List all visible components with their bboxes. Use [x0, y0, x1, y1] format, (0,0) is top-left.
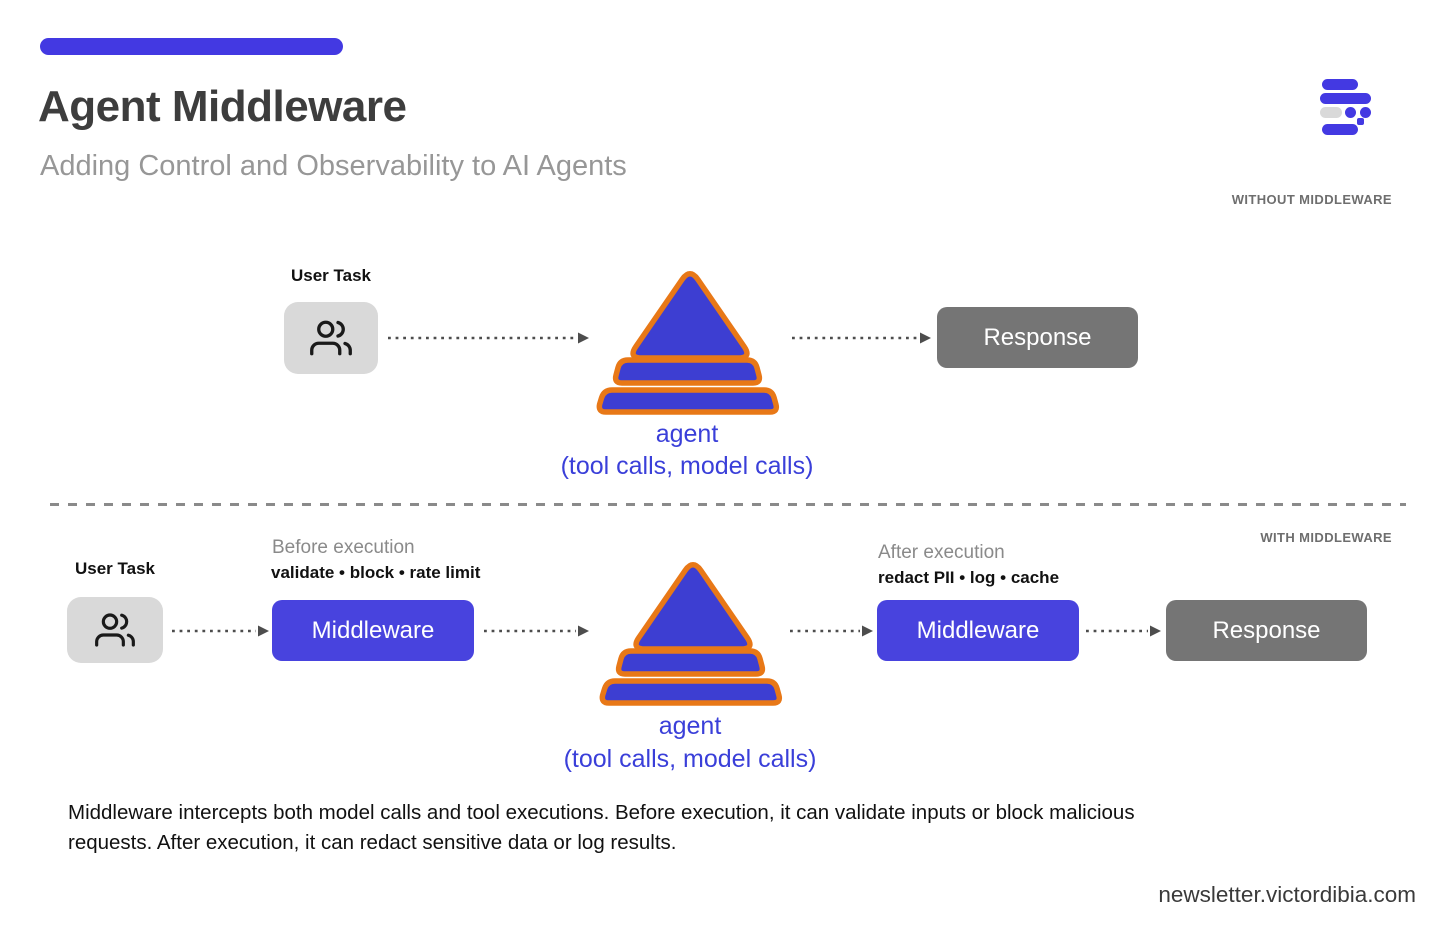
- users-icon: [308, 317, 354, 359]
- dotted-arrow-icon: [482, 624, 590, 638]
- agent-label: agent: [658, 712, 722, 740]
- users-icon: [93, 610, 137, 650]
- logo-dot: [1360, 107, 1371, 118]
- after-execution-detail: redact PII • log • cache: [878, 568, 1060, 587]
- section-label-with-middleware: WITH MIDDLEWARE: [1260, 530, 1392, 545]
- page-title: Agent Middleware: [38, 82, 407, 131]
- user-task-label: User Task: [290, 266, 371, 285]
- middleware-after-box: Middleware: [877, 600, 1079, 661]
- dotted-arrow-icon: [170, 624, 270, 638]
- user-task-label: User Task: [74, 559, 155, 578]
- dotted-arrow-icon: [386, 331, 590, 345]
- page-subtitle: Adding Control and Observability to AI A…: [40, 150, 627, 182]
- response-label: Response: [983, 323, 1092, 351]
- pyramid-icon: [595, 262, 785, 418]
- caption-text: Middleware intercepts both model calls a…: [68, 801, 1135, 854]
- logo-bar: [1320, 93, 1371, 104]
- response-label: Response: [1212, 616, 1321, 644]
- response-box: Response: [1166, 600, 1367, 661]
- logo-dot: [1345, 107, 1356, 118]
- logo-bar: [1320, 107, 1342, 118]
- user-task-card: [67, 597, 163, 663]
- agent-sublabel: (tool calls, model calls): [563, 745, 817, 773]
- middleware-label: Middleware: [311, 616, 435, 644]
- dotted-arrow-icon: [788, 624, 874, 638]
- site-credit: newsletter.victordibia.com: [1158, 882, 1416, 907]
- dotted-arrow-icon: [1084, 624, 1162, 638]
- middleware-before-box: Middleware: [272, 600, 474, 661]
- dotted-arrow-icon: [790, 331, 932, 345]
- accent-bar: [40, 38, 343, 55]
- agent-sublabel: (tool calls, model calls): [560, 452, 814, 480]
- middleware-label: Middleware: [916, 616, 1040, 644]
- section-label-without-middleware: WITHOUT MIDDLEWARE: [1231, 192, 1392, 207]
- pyramid-icon: [598, 553, 788, 709]
- after-execution-title: After execution: [878, 542, 1005, 563]
- response-box: Response: [937, 307, 1138, 368]
- logo-bar: [1322, 124, 1358, 135]
- before-execution-detail: validate • block • rate limit: [271, 563, 481, 582]
- agent-label: agent: [655, 420, 719, 448]
- before-execution-title: Before execution: [272, 537, 415, 558]
- stacked-bars-logo: [1318, 74, 1376, 138]
- user-task-card: [284, 302, 378, 374]
- logo-dot: [1357, 118, 1364, 125]
- dashed-divider: [50, 503, 1406, 506]
- logo-bar: [1322, 79, 1358, 90]
